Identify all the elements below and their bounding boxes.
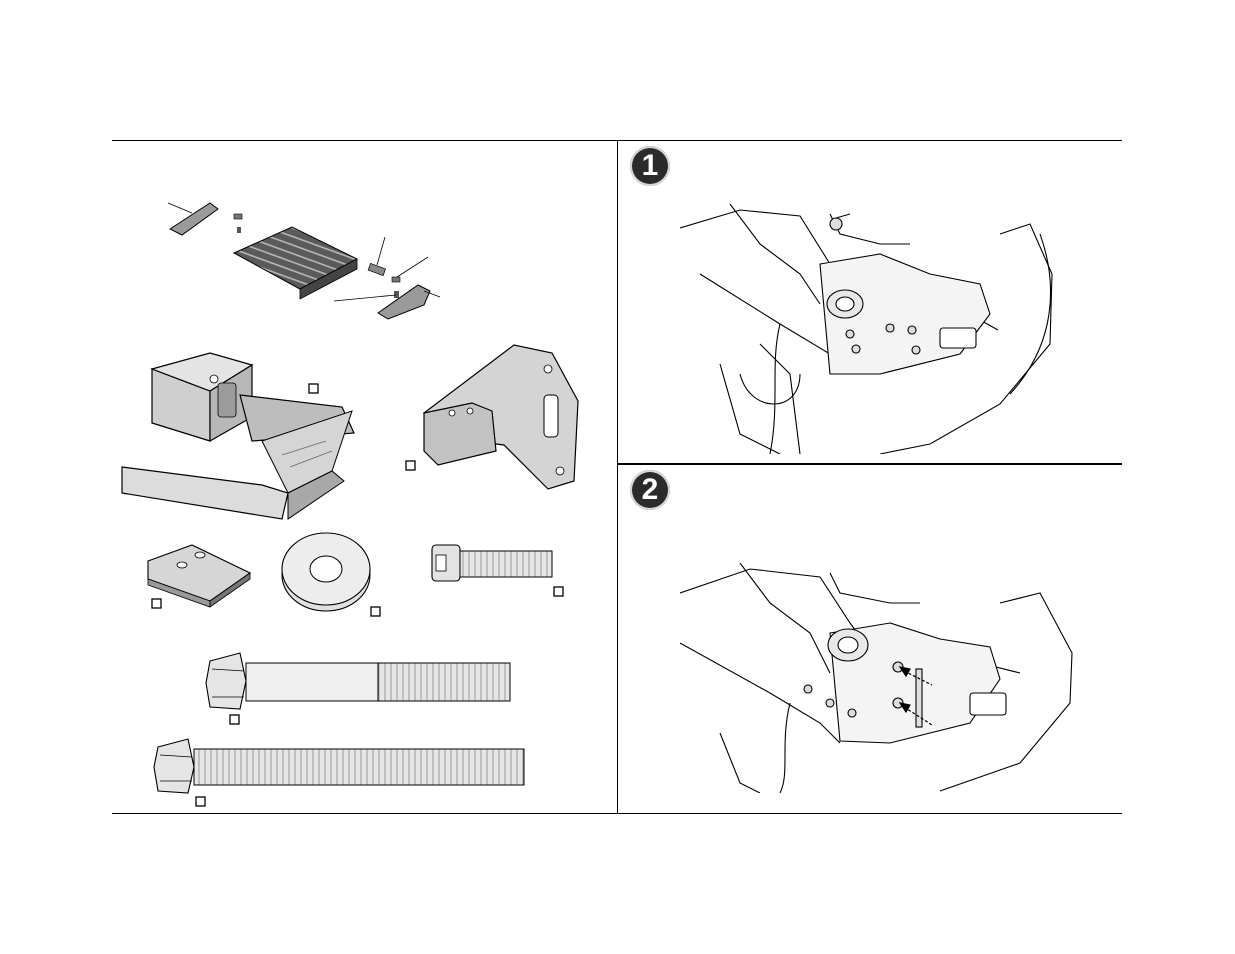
step-2-badge: 2 bbox=[630, 470, 670, 510]
mounting-bracket bbox=[424, 345, 578, 489]
cap-screw bbox=[432, 545, 552, 581]
part-checkbox[interactable] bbox=[554, 587, 563, 596]
step-1-badge: 1 bbox=[630, 146, 670, 186]
hex-bolt-long bbox=[154, 739, 524, 793]
step-pad-group bbox=[168, 203, 440, 319]
parts-kit-panel bbox=[112, 141, 617, 813]
part-checkbox[interactable] bbox=[309, 384, 318, 393]
parts-kit-illustration bbox=[112, 141, 617, 813]
center-divider bbox=[617, 140, 618, 814]
step-2-illustration bbox=[680, 563, 1075, 793]
part-checkbox[interactable] bbox=[196, 797, 205, 806]
part-checkbox[interactable] bbox=[406, 461, 415, 470]
part-checkbox[interactable] bbox=[371, 607, 380, 616]
step-assembly bbox=[122, 353, 354, 519]
spacer-plate bbox=[148, 545, 250, 607]
step-divider bbox=[618, 463, 1122, 465]
step-1-illustration bbox=[680, 204, 1060, 454]
hex-bolt-medium bbox=[206, 653, 510, 709]
part-checkbox[interactable] bbox=[230, 715, 239, 724]
flat-washer bbox=[282, 533, 370, 611]
part-checkbox[interactable] bbox=[152, 599, 161, 608]
